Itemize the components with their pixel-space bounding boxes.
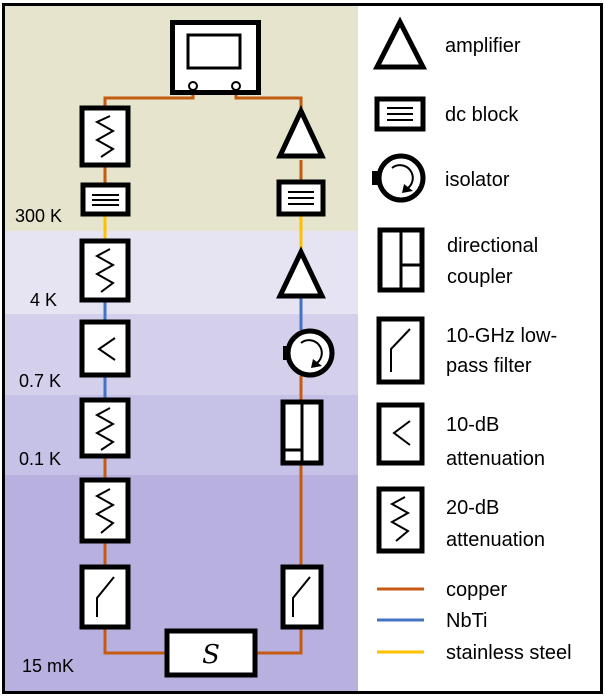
legend-coupler-label-2: coupler bbox=[447, 266, 513, 288]
legend-coupler-icon bbox=[377, 227, 425, 293]
outer-frame bbox=[2, 3, 603, 694]
legend-lowpass-filter-icon bbox=[376, 316, 425, 385]
attenuator-20db-left-15mk bbox=[79, 477, 131, 544]
stage-label-0p1k: 0.1 K bbox=[19, 449, 61, 469]
legend-isolator-icon bbox=[372, 153, 426, 203]
attenuator-20db-left-4k bbox=[79, 238, 131, 303]
lowpass-filter-right-15mk bbox=[280, 564, 324, 630]
stage-label-4k: 4 K bbox=[30, 290, 57, 310]
wire-copper-r4 bbox=[255, 627, 303, 655]
stage-label-15mk: 15 mK bbox=[22, 656, 74, 676]
amplifier-right-300k bbox=[276, 105, 326, 159]
legend-amplifier-label: amplifier bbox=[445, 35, 521, 57]
legend-nbti-label: NbTi bbox=[446, 610, 487, 632]
legend-steel-label: stainless steel bbox=[446, 642, 572, 664]
legend-isolator-label: isolator bbox=[445, 169, 510, 191]
legend-filter-label-2: pass filter bbox=[446, 355, 532, 377]
legend: amplifier dc block isolator directional … bbox=[372, 16, 572, 664]
wire-copper-l4 bbox=[103, 627, 167, 655]
legend-att20-label-2: attenuation bbox=[446, 529, 545, 551]
attenuator-10db-left-0p7k bbox=[79, 319, 131, 378]
legend-coupler-label-1: directional bbox=[447, 235, 538, 257]
attenuator-20db-left-0p1k bbox=[79, 397, 131, 459]
legend-attenuator-10db-icon bbox=[376, 402, 425, 466]
legend-amplifier-icon bbox=[372, 16, 428, 70]
legend-att10-label-2: attenuation bbox=[446, 448, 545, 470]
stage-label-0p7k: 0.7 K bbox=[19, 371, 61, 391]
legend-attenuator-20db-icon bbox=[376, 486, 425, 554]
legend-att20-label-1: 20-dB bbox=[446, 497, 499, 519]
vna-instrument bbox=[170, 20, 261, 95]
sample-box: S bbox=[164, 628, 258, 678]
lowpass-filter-left-15mk bbox=[79, 564, 131, 630]
dc-block-left-300k bbox=[80, 182, 131, 217]
attenuator-20db-left-300k bbox=[79, 105, 131, 168]
sample-label: S bbox=[202, 640, 220, 670]
legend-dc-block-label: dc block bbox=[445, 104, 519, 126]
legend-filter-label-1: 10-GHz low- bbox=[446, 325, 557, 347]
legend-dc-block-icon bbox=[374, 96, 426, 132]
stage-label-300k: 300 K bbox=[15, 206, 62, 226]
amplifier-right-4k bbox=[276, 246, 326, 299]
legend-att10-label-1: 10-dB bbox=[446, 414, 499, 436]
dc-block-right-300k bbox=[276, 179, 326, 217]
directional-coupler-right-0p1k bbox=[280, 399, 324, 466]
legend-copper-label: copper bbox=[446, 579, 507, 601]
isolator-right-0p7k bbox=[283, 328, 335, 378]
